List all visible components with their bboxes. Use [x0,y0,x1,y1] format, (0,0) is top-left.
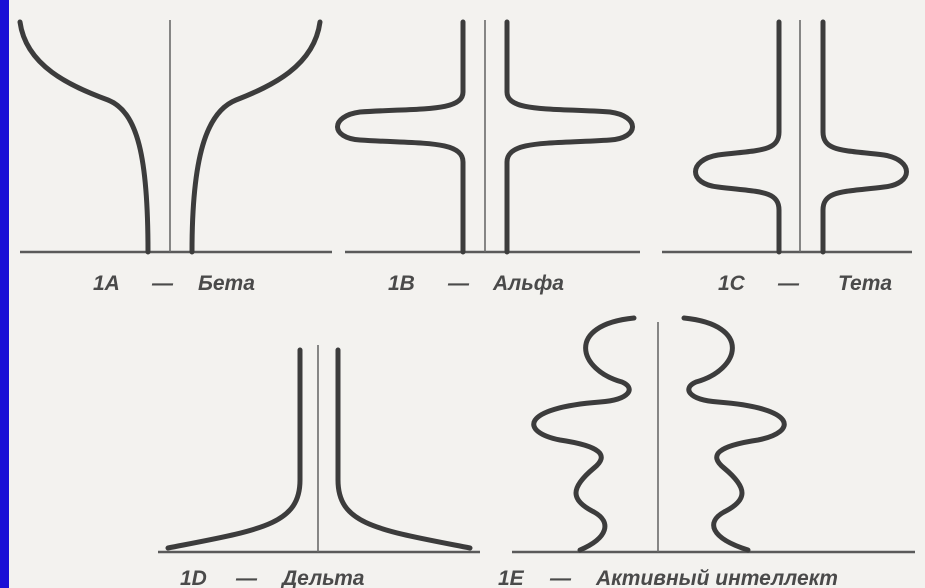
panel-1b: 1B — Альфа [338,20,641,295]
panel-1e-name: Активный интеллект [595,567,838,588]
panel-1a: 1A — Бета [20,20,332,295]
panel-1d-code: 1D [180,567,207,588]
panel-1c-code: 1C [718,272,746,295]
panel-1c-left-curve [696,22,780,252]
panel-1d-dash: — [235,567,258,588]
panel-1c-dash: — [777,272,800,295]
panel-1a-code: 1A [93,272,120,295]
panel-1a-name: Бета [198,272,255,295]
panel-1b-right-curve [507,22,633,252]
panel-1a-left-curve [20,22,148,252]
panel-1c: 1C — Тета [662,20,912,295]
panel-1d-name: Дельта [280,567,365,588]
panel-1b-name: Альфа [492,272,564,295]
panel-1d-left-curve [168,350,300,548]
panel-1e: 1E — Активный интеллект [498,318,915,588]
panel-1e-left-curve [534,318,634,550]
panel-1e-code: 1E [498,567,525,588]
panel-1e-dash: — [549,567,572,588]
panel-1b-dash: — [447,272,470,295]
panel-1b-code: 1B [388,272,415,295]
panel-1c-right-curve [823,22,907,252]
panel-1a-dash: — [151,272,174,295]
panel-1d: 1D — Дельта [158,345,480,588]
panel-1b-left-curve [338,22,464,252]
panel-1a-right-curve [192,22,320,252]
panel-1e-right-curve [684,318,784,550]
panel-1c-name: Тета [838,272,892,295]
panel-1d-right-curve [338,350,470,548]
